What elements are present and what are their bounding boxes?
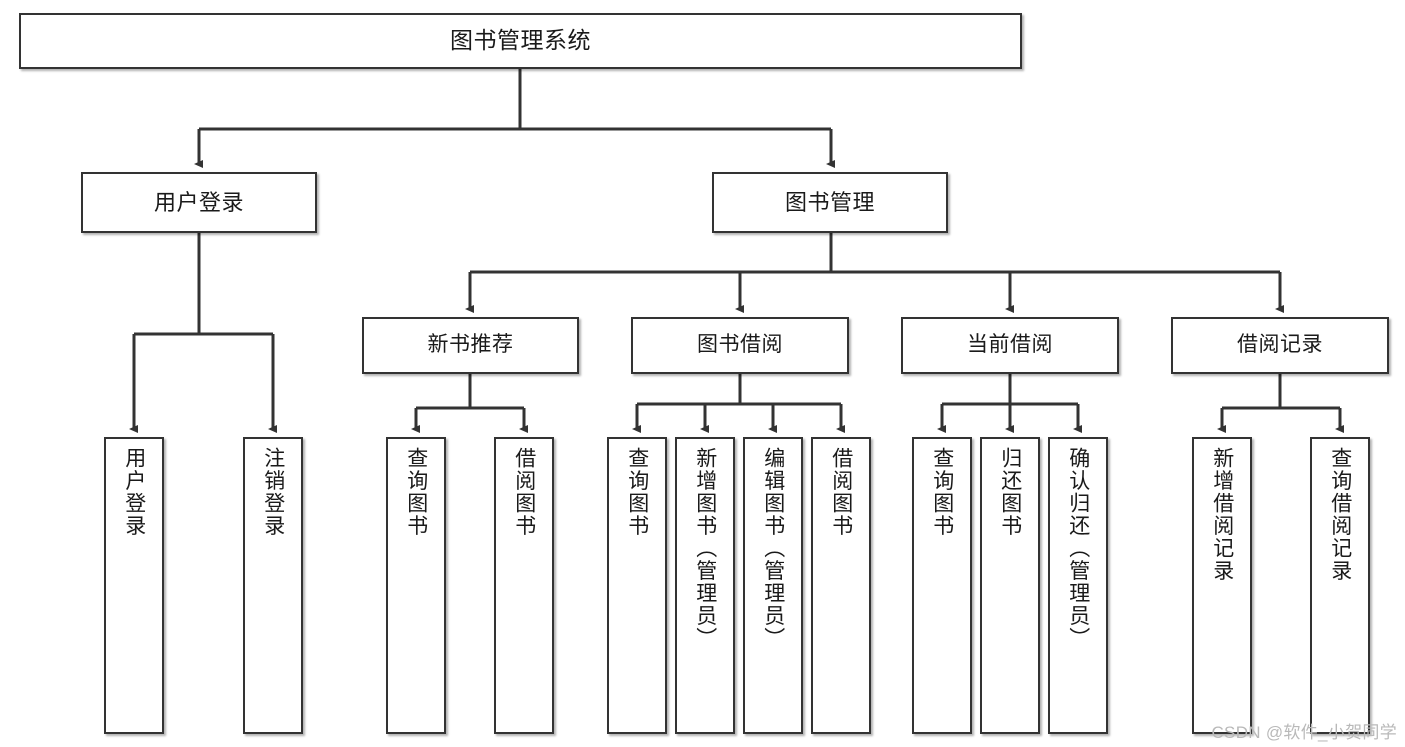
leaf-query-borrow-record[interactable]: 查询借阅记录 xyxy=(1310,437,1370,734)
leaf-add-book-admin[interactable]: 新增图书（管理员） xyxy=(675,437,735,734)
leaf-logout-label: 注销登录 xyxy=(261,447,285,537)
node-current-borrow-label: 当前借阅 xyxy=(967,333,1053,357)
node-user-login[interactable]: 用户登录 xyxy=(81,172,317,233)
leaf-logout[interactable]: 注销登录 xyxy=(243,437,303,734)
leaf-edit-book-admin[interactable]: 编辑图书（管理员） xyxy=(743,437,803,734)
node-borrow-record-label: 借阅记录 xyxy=(1237,333,1323,357)
node-book-borrow-label: 图书借阅 xyxy=(697,333,783,357)
leaf-borrow-book-label: 借阅图书 xyxy=(829,447,853,537)
leaf-return-book[interactable]: 归还图书 xyxy=(980,437,1040,734)
node-user-login-label: 用户登录 xyxy=(153,189,244,215)
leaf-edit-book-admin-label: 编辑图书（管理员） xyxy=(761,447,785,650)
leaf-query-book-current[interactable]: 查询图书 xyxy=(912,437,972,734)
leaf-query-book-recommend[interactable]: 查询图书 xyxy=(386,437,446,734)
watermark-text: CSDN @软件_小贺同学 xyxy=(1211,723,1397,742)
leaf-query-book-borrow[interactable]: 查询图书 xyxy=(607,437,667,734)
leaf-return-book-label: 归还图书 xyxy=(998,447,1022,537)
leaf-add-borrow-record[interactable]: 新增借阅记录 xyxy=(1192,437,1252,734)
leaf-add-borrow-record-label: 新增借阅记录 xyxy=(1210,447,1234,582)
leaf-user-login-label: 用户登录 xyxy=(122,447,146,537)
node-new-book-recommend-label: 新书推荐 xyxy=(427,333,514,357)
leaf-borrow-book-recommend[interactable]: 借阅图书 xyxy=(494,437,554,734)
leaf-query-book-current-label: 查询图书 xyxy=(930,447,954,537)
leaf-confirm-return-admin-label: 确认归还（管理员） xyxy=(1066,447,1090,650)
node-root-label: 图书管理系统 xyxy=(450,27,591,54)
node-book-management-label: 图书管理 xyxy=(784,189,875,215)
leaf-confirm-return-admin[interactable]: 确认归还（管理员） xyxy=(1048,437,1108,734)
node-new-book-recommend[interactable]: 新书推荐 xyxy=(362,317,579,374)
node-book-borrow[interactable]: 图书借阅 xyxy=(631,317,849,374)
leaf-query-borrow-record-label: 查询借阅记录 xyxy=(1328,447,1352,582)
leaf-add-book-admin-label: 新增图书（管理员） xyxy=(693,447,717,650)
node-book-management[interactable]: 图书管理 xyxy=(712,172,948,233)
leaf-query-book-recommend-label: 查询图书 xyxy=(404,447,428,537)
leaf-borrow-book[interactable]: 借阅图书 xyxy=(811,437,871,734)
node-borrow-record[interactable]: 借阅记录 xyxy=(1171,317,1389,374)
leaf-user-login[interactable]: 用户登录 xyxy=(104,437,164,734)
node-current-borrow[interactable]: 当前借阅 xyxy=(901,317,1119,374)
leaf-borrow-book-recommend-label: 借阅图书 xyxy=(512,447,536,537)
leaf-query-book-borrow-label: 查询图书 xyxy=(625,447,649,537)
node-root[interactable]: 图书管理系统 xyxy=(19,13,1022,69)
